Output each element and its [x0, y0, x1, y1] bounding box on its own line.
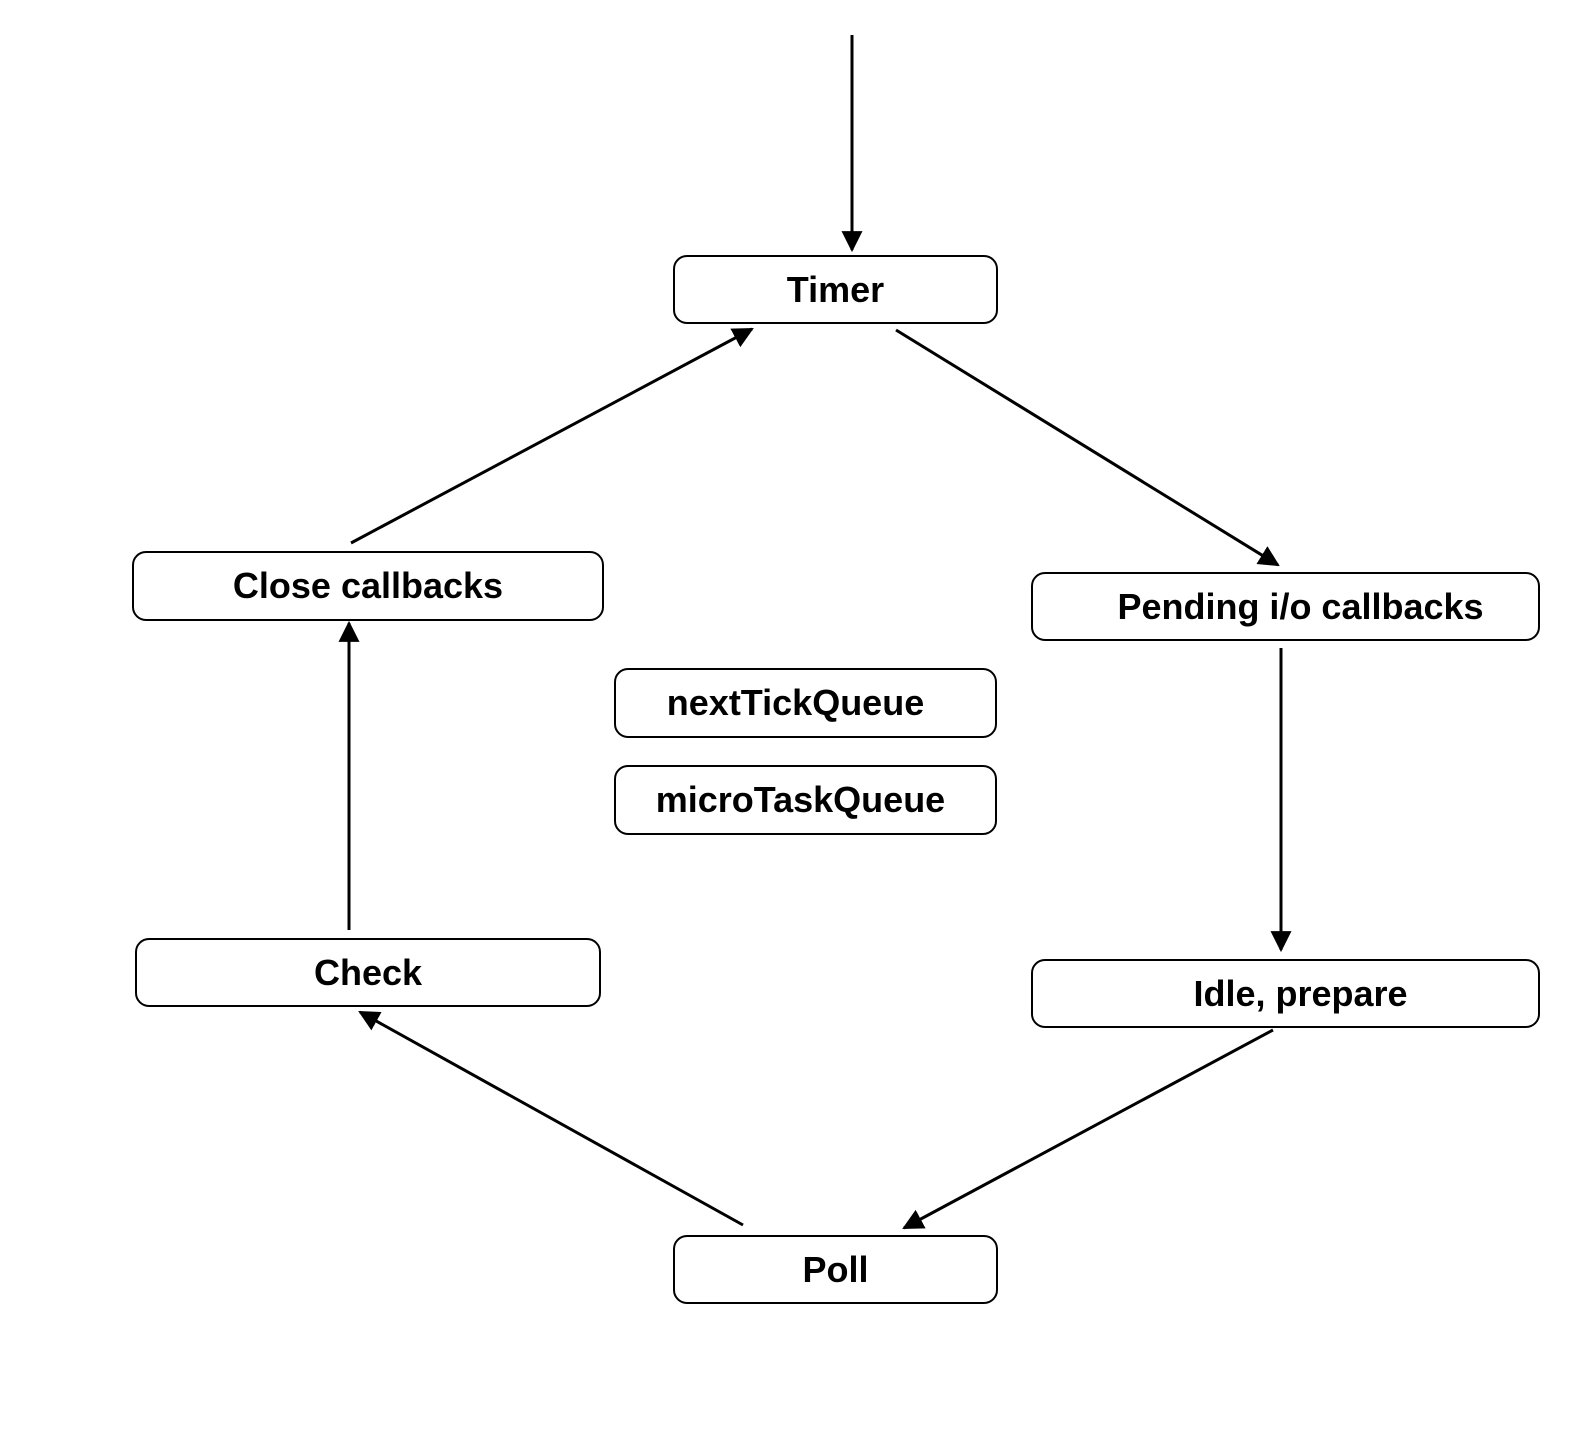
idle-prepare-label: Idle, prepare — [1193, 972, 1408, 1014]
next-tick-queue-node: nextTickQueue — [614, 668, 997, 738]
pending-io-callbacks-label: Pending i/o callbacks — [1117, 585, 1484, 627]
close-callbacks-label: Close callbacks — [232, 565, 504, 606]
arrow-poll-to-check — [358, 1010, 744, 1227]
timer-label: Timer — [786, 268, 885, 310]
micro-task-queue-node: microTaskQueue — [614, 765, 997, 835]
timer-node: Timer — [673, 255, 998, 324]
arrow-close-to-timer — [350, 327, 754, 545]
check-label: Check — [313, 951, 423, 993]
arrow-timer-to-pending — [895, 328, 1280, 567]
poll-label: Poll — [802, 1248, 869, 1290]
micro-task-queue-label: microTaskQueue — [655, 779, 946, 820]
idle-prepare-node: Idle, prepare — [1031, 959, 1540, 1028]
poll-node: Poll — [673, 1235, 998, 1304]
next-tick-queue-label: nextTickQueue — [666, 682, 925, 723]
close-callbacks-node: Close callbacks — [132, 551, 604, 621]
pending-io-callbacks-node: Pending i/o callbacks — [1031, 572, 1540, 641]
arrow-idle-to-poll — [902, 1028, 1274, 1230]
check-node: Check — [135, 938, 601, 1007]
